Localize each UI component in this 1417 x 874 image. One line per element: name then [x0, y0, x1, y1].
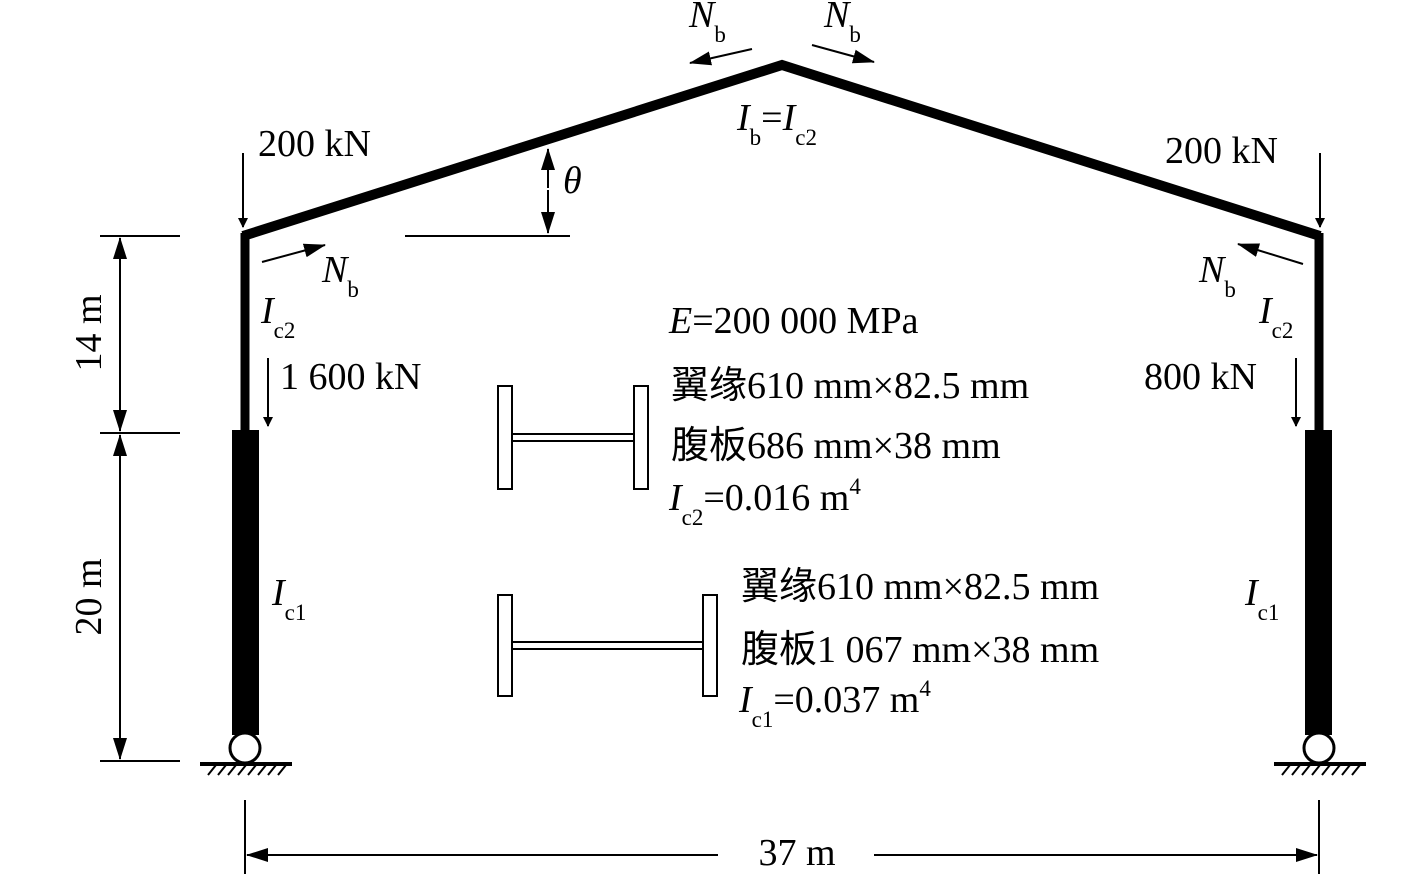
- nb-arrow-right-eave: [1237, 243, 1304, 265]
- dim-20m-label: 20 m: [68, 558, 110, 635]
- nb-label-top-right: Nb: [823, 0, 861, 47]
- right-lower-column-inertia: Ic1: [1244, 572, 1279, 625]
- upper-section-flange: 翼缘610 mm×82.5 mm: [671, 365, 1029, 407]
- nb-label-left-eave: Nb: [321, 249, 359, 302]
- right-top-load-label: 200 kN: [1165, 130, 1278, 172]
- beam-inertia-label: Ib=Ic2: [736, 97, 817, 150]
- right-column-load-label: 800 kN: [1144, 356, 1257, 398]
- nb-label-right-eave: Nb: [1198, 249, 1236, 302]
- right-upper-column-inertia: Ic2: [1258, 290, 1293, 343]
- lower-section-web: 腹板1 067 mm×38 mm: [741, 629, 1099, 671]
- nb-arrow-top-right: [811, 44, 875, 64]
- nb-label-top-left: Nb: [688, 0, 726, 47]
- span-extension-lines: [244, 800, 1320, 874]
- left-lower-column: [232, 430, 259, 735]
- right-roller-support: [1274, 731, 1366, 776]
- nb-arrow-left-eave: [261, 243, 326, 263]
- height-dimension-lines: [100, 235, 180, 762]
- upper-section-web: 腹板686 mm×38 mm: [671, 425, 1001, 467]
- dim-14m-label: 14 m: [68, 294, 110, 371]
- upper-section-inertia: Ic2=0.016 m4: [668, 474, 861, 530]
- lower-section-inertia: Ic1=0.037 m4: [738, 676, 931, 732]
- lower-section-flange: 翼缘610 mm×82.5 mm: [741, 566, 1099, 608]
- lower-i-section-sketch: [497, 594, 718, 697]
- upper-i-section-sketch: [497, 385, 649, 490]
- left-lower-column-inertia: Ic1: [271, 572, 306, 625]
- span-label: 37 m: [758, 832, 835, 874]
- left-roller-support: [200, 731, 292, 776]
- nb-arrow-top-left: [689, 48, 753, 66]
- frame-structure: [232, 59, 1332, 735]
- left-upper-column-inertia: Ic2: [260, 290, 295, 343]
- angle-label: θ: [563, 160, 582, 202]
- elastic-modulus-label: E=200 000 MPa: [668, 300, 919, 342]
- left-column-load-label: 1 600 kN: [280, 356, 421, 398]
- right-lower-column: [1305, 430, 1332, 735]
- rafters: [241, 59, 1322, 241]
- left-top-load-label: 200 kN: [258, 123, 371, 165]
